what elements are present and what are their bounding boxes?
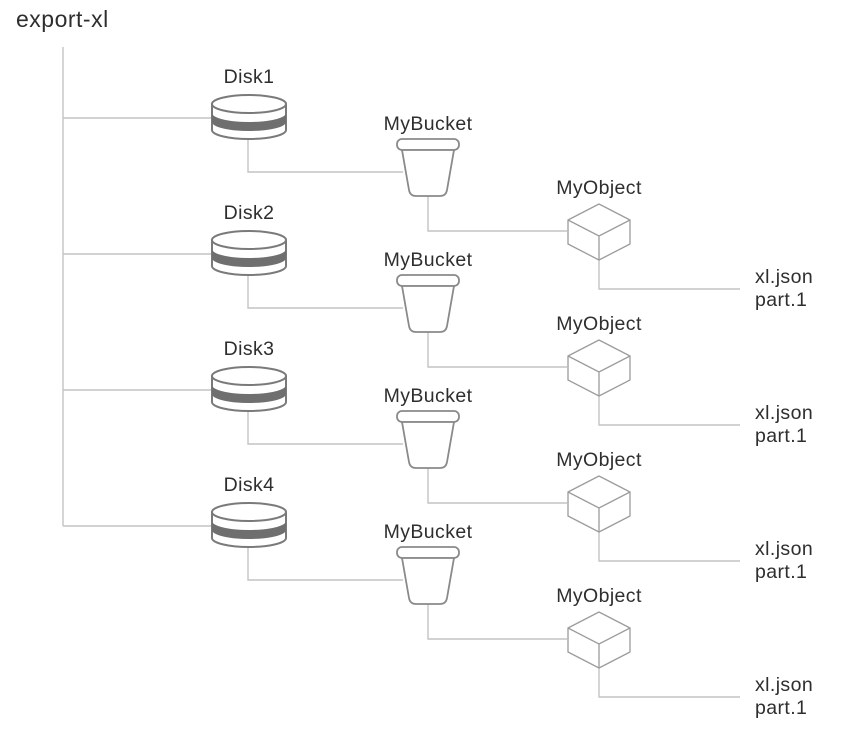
file-name-line: xl.json <box>755 402 814 424</box>
disk-label: Disk4 <box>223 474 275 496</box>
object-label: MyObject <box>556 313 642 335</box>
file-part-line: part.1 <box>755 425 808 447</box>
disk-label: Disk3 <box>223 338 275 360</box>
bucket-label: MyBucket <box>383 385 473 407</box>
bucket-label: MyBucket <box>383 113 473 135</box>
file-label: xl.json part.1 <box>755 402 813 448</box>
disk-label: Disk2 <box>223 202 275 224</box>
file-part-line: part.1 <box>755 697 808 719</box>
object-label: MyObject <box>556 585 642 607</box>
file-name-line: xl.json <box>755 674 814 696</box>
file-label: xl.json part.1 <box>755 538 813 584</box>
file-name-line: xl.json <box>755 266 814 288</box>
file-part-line: part.1 <box>755 561 808 583</box>
bucket-label: MyBucket <box>383 521 473 543</box>
export-set-label: export-xl <box>16 6 109 32</box>
file-part-line: part.1 <box>755 289 808 311</box>
file-label: xl.json part.1 <box>755 266 813 312</box>
object-label: MyObject <box>556 449 642 471</box>
object-label: MyObject <box>556 177 642 199</box>
file-label: xl.json part.1 <box>755 674 813 720</box>
file-name-line: xl.json <box>755 538 814 560</box>
disk-label: Disk1 <box>223 66 275 88</box>
bucket-label: MyBucket <box>383 249 473 271</box>
